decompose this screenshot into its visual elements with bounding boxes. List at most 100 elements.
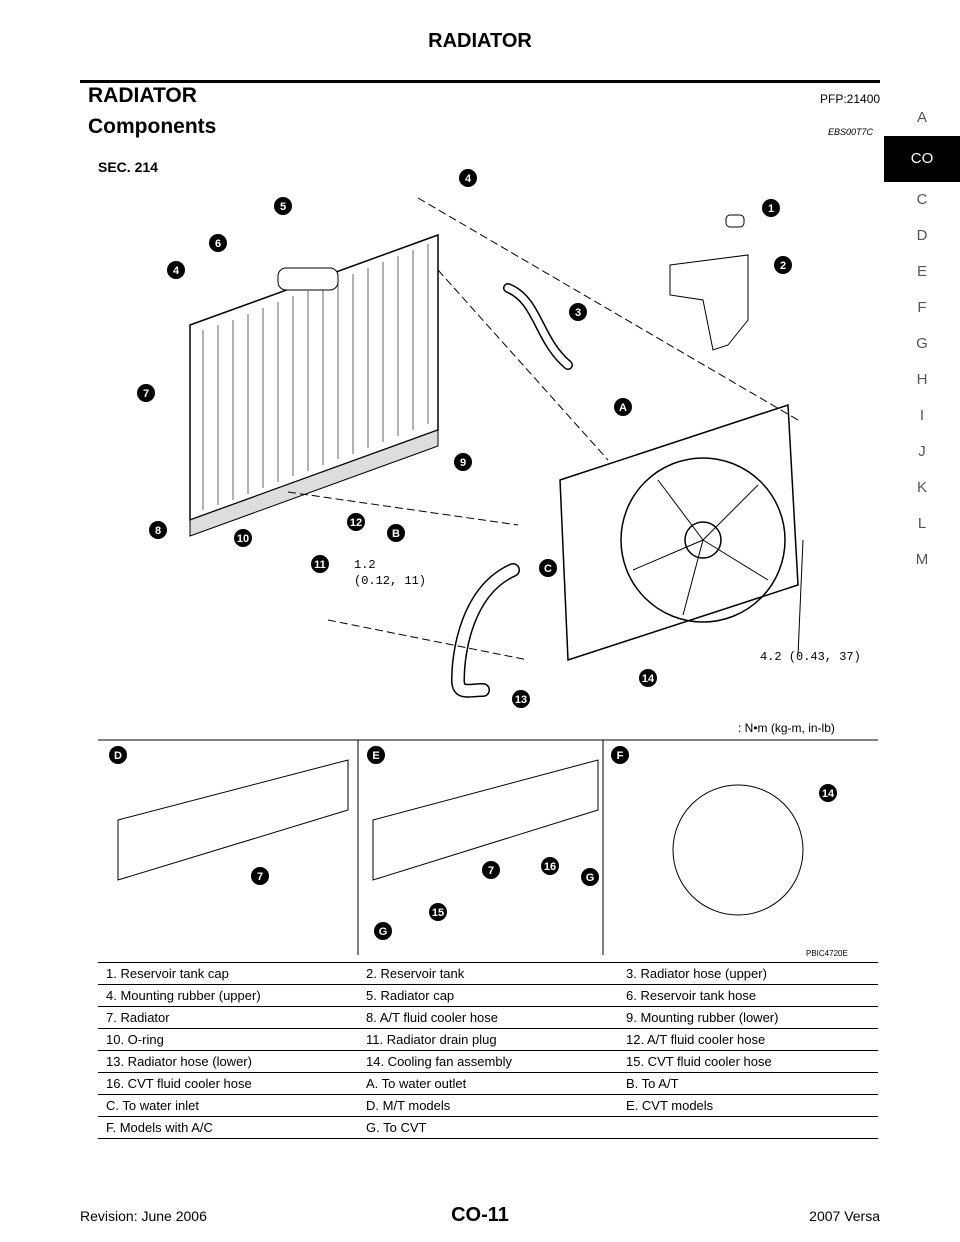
side-index-item[interactable]: J	[918, 443, 926, 460]
callout-3: 3	[569, 303, 587, 321]
side-index-item[interactable]: H	[916, 371, 928, 388]
page-header-title: RADIATOR	[428, 30, 532, 52]
legend-cell: F. Models with A/C	[98, 1116, 358, 1139]
side-index-item[interactable]: I	[919, 407, 925, 424]
legend-cell: G. To CVT	[358, 1116, 618, 1139]
footer-page-number: CO-11	[451, 1204, 509, 1226]
legend-cell: D. M/T models	[358, 1094, 618, 1117]
svg-text:1: 1	[768, 203, 774, 215]
reservoir-tank-drawing	[669, 214, 749, 351]
footer-model: 2007 Versa	[809, 1208, 880, 1224]
svg-text:13: 13	[515, 694, 527, 706]
callout-10: 10	[234, 529, 252, 547]
radiator-drawing	[189, 233, 439, 537]
torque-value-2: 4.2 (0.43, 37)	[760, 650, 861, 664]
legend-cell: E. CVT models	[618, 1094, 878, 1117]
svg-text:4: 4	[173, 265, 180, 277]
callout-2: 2	[774, 256, 792, 274]
legend-cell: 12. A/T fluid cooler hose	[618, 1028, 878, 1051]
side-index-item[interactable]: A	[916, 109, 927, 126]
callout-14: 14	[639, 669, 657, 687]
callout-16: 16	[541, 857, 559, 875]
callout-14-f: 14	[819, 784, 837, 802]
header-rule	[80, 80, 880, 83]
callout-D: D	[109, 746, 127, 764]
svg-text:4: 4	[465, 173, 472, 185]
radiator-exploded-diagram: SEC. 214	[98, 159, 878, 958]
callout-6: 6	[209, 234, 227, 252]
subsection-code: EBS00T7C	[828, 127, 874, 137]
callout-A: A	[614, 398, 632, 416]
callout-G-1: G	[581, 868, 599, 886]
svg-text:15: 15	[432, 907, 444, 919]
callout-4-left: 4	[167, 261, 185, 279]
callout-7-d: 7	[251, 867, 269, 885]
svg-text:10: 10	[237, 533, 249, 545]
svg-text:2: 2	[780, 260, 786, 272]
svg-text:5: 5	[280, 201, 286, 213]
callout-1: 1	[762, 199, 780, 217]
side-index-item[interactable]: E	[916, 263, 927, 280]
svg-text:11: 11	[314, 559, 326, 571]
svg-text:B: B	[392, 528, 400, 540]
callout-15: 15	[429, 903, 447, 921]
legend-cell: 1. Reservoir tank cap	[98, 962, 358, 985]
legend-cell: A. To water outlet	[358, 1072, 618, 1095]
callout-E: E	[367, 746, 385, 764]
legend-cell: 16. CVT fluid cooler hose	[98, 1072, 358, 1095]
legend-row: 4. Mounting rubber (upper)5. Radiator ca…	[98, 984, 878, 1007]
side-index-item[interactable]: G	[916, 335, 928, 352]
side-index-item[interactable]: C	[916, 191, 928, 208]
svg-text:G: G	[586, 872, 595, 884]
legend-cell: 2. Reservoir tank	[358, 962, 618, 985]
side-index-item[interactable]: F	[917, 299, 927, 316]
callout-12: 12	[347, 513, 365, 531]
callout-9: 9	[454, 453, 472, 471]
legend-row: 13. Radiator hose (lower)14. Cooling fan…	[98, 1050, 878, 1073]
svg-text:F: F	[617, 750, 624, 762]
callout-4-upper: 4	[459, 169, 477, 187]
svg-text:3: 3	[575, 307, 581, 319]
callout-C: C	[539, 559, 557, 577]
callout-11: 11	[311, 555, 329, 573]
legend-cell: 11. Radiator drain plug	[358, 1028, 618, 1051]
legend-cell: 8. A/T fluid cooler hose	[358, 1006, 618, 1029]
callout-5: 5	[274, 197, 292, 215]
legend-cell: 6. Reservoir tank hose	[618, 984, 878, 1007]
legend-cell: 10. O-ring	[98, 1028, 358, 1051]
side-index-item[interactable]: D	[916, 227, 928, 244]
side-index-item[interactable]: K	[916, 479, 927, 496]
svg-text:G: G	[379, 926, 388, 938]
figure-code: PBIC4720E	[806, 949, 848, 958]
callout-8: 8	[149, 521, 167, 539]
callout-F: F	[611, 746, 629, 764]
svg-text:7: 7	[143, 388, 149, 400]
svg-text:7: 7	[257, 871, 263, 883]
legend-cell: 15. CVT fluid cooler hose	[618, 1050, 878, 1073]
svg-text:12: 12	[350, 517, 362, 529]
svg-text:6: 6	[215, 238, 221, 250]
section-code: PFP:21400	[820, 92, 881, 106]
svg-text:C: C	[544, 563, 552, 575]
legend-cell: 5. Radiator cap	[358, 984, 618, 1007]
legend-cell	[618, 1116, 878, 1139]
side-index-item-active[interactable]: CO	[884, 136, 960, 182]
callout-13: 13	[512, 690, 530, 708]
side-index-item[interactable]: M	[915, 551, 929, 568]
side-index: A CO C D E F G H I J K L M	[884, 100, 960, 578]
footer-revision: Revision: June 2006	[80, 1208, 207, 1224]
torque-value-1b: (0.12, 11)	[354, 574, 426, 588]
callout-G-2: G	[374, 922, 392, 940]
side-index-item[interactable]: L	[917, 515, 927, 532]
callout-7-e: 7	[482, 861, 500, 879]
svg-text:A: A	[619, 402, 627, 414]
legend-cell: 7. Radiator	[98, 1006, 358, 1029]
svg-text:9: 9	[460, 457, 466, 469]
sec-label: SEC. 214	[98, 159, 158, 175]
svg-text:E: E	[372, 750, 379, 762]
